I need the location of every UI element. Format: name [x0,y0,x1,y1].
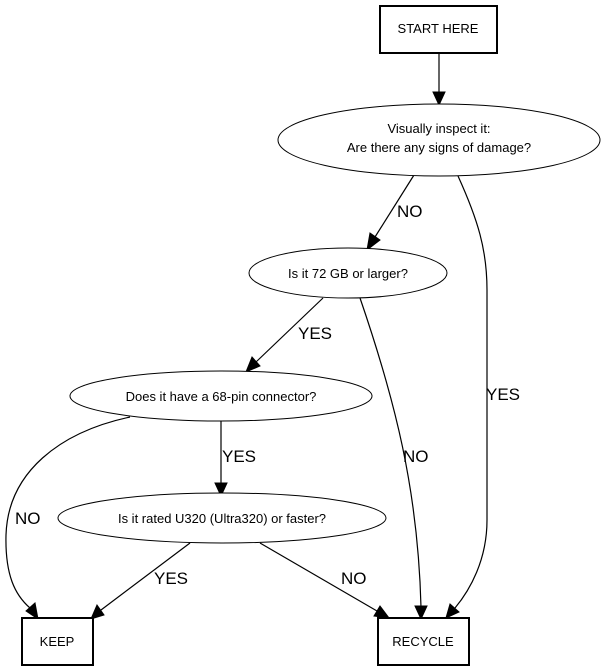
edge-size-to-connector [255,297,324,363]
arrow-inspect-to-recycle [445,603,460,619]
node-size: Is it 72 GB or larger? [248,247,448,299]
label-inspect-to-recycle: YES [486,385,520,404]
node-connector: Does it have a 68-pin connector? [69,370,373,422]
edge-labels: NO YES YES NO YES NO YES NO [15,202,520,588]
label-speed-to-recycle: NO [341,569,367,588]
label-inspect-to-size: NO [397,202,423,221]
recycle-box [377,617,470,666]
arrow-connector-to-keep [25,602,39,621]
connector-ellipse [69,370,373,422]
arrow-inspect-to-size [366,232,381,252]
arrow-connector-to-speed [214,482,228,498]
node-keep: KEEP [21,617,94,666]
keep-box [21,617,94,666]
node-start: START HERE [379,5,498,54]
edge-speed-to-recycle [259,542,378,612]
recycle-label: RECYCLE [392,634,454,649]
label-connector-to-speed: YES [222,447,256,466]
speed-ellipse [57,492,387,544]
edge-speed-to-keep [100,542,191,611]
size-label: Is it 72 GB or larger? [288,266,408,281]
label-size-to-recycle: NO [403,447,429,466]
edge-size-to-recycle [359,297,422,608]
edge-connector-to-keep [5,416,131,609]
edges [5,54,488,621]
arrow-speed-to-recycle [373,605,391,619]
inspect-label-line2: Are there any signs of damage? [347,140,531,155]
label-size-to-connector: YES [298,324,332,343]
edge-inspect-to-recycle [454,175,488,609]
label-connector-to-keep: NO [15,509,41,528]
inspect-ellipse [277,103,601,177]
label-speed-to-keep: YES [154,569,188,588]
keep-label: KEEP [40,634,75,649]
start-box [379,5,498,54]
arrow-start-to-inspect [432,91,446,107]
node-inspect: Visually inspect it: Are there any signs… [277,103,601,177]
arrow-size-to-recycle [414,605,428,621]
connector-label: Does it have a 68-pin connector? [126,389,317,404]
arrow-size-to-connector [245,356,261,373]
size-ellipse [248,247,448,299]
edge-inspect-to-size [374,174,415,238]
inspect-label-line1: Visually inspect it: [387,121,490,136]
node-speed: Is it rated U320 (Ultra320) or faster? [57,492,387,544]
node-recycle: RECYCLE [377,617,470,666]
speed-label: Is it rated U320 (Ultra320) or faster? [118,511,326,526]
start-label: START HERE [398,21,479,36]
arrow-speed-to-keep [90,603,105,620]
